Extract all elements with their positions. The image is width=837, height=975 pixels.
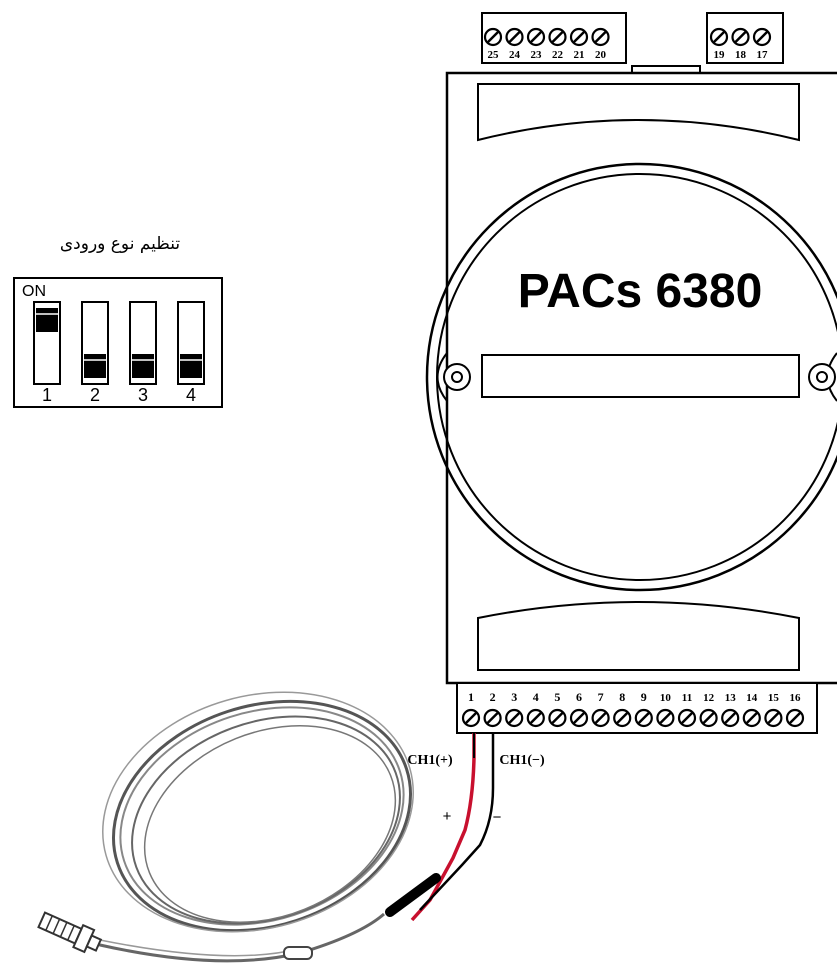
dip-switch-lever <box>180 354 202 378</box>
top-terminal-block-left: 25 24 23 22 21 20 <box>481 12 627 64</box>
terminal-label: 15 <box>768 692 780 704</box>
front-circle-outer <box>425 162 837 592</box>
terminal-label: 7 <box>598 690 604 704</box>
terminal-25: 25 <box>483 27 503 61</box>
terminal-label: 9 <box>641 690 647 704</box>
dip-switch: ON 1 2 3 4 <box>13 277 223 408</box>
dip-switch-number: 1 <box>42 385 52 405</box>
ch1-minus-label: CH1(−) <box>499 753 545 768</box>
terminal-label: 20 <box>595 49 607 61</box>
terminal-11: 11 <box>677 692 697 728</box>
dip-switch-number: 4 <box>186 385 196 405</box>
terminal-label: 3 <box>511 690 517 704</box>
terminal-23: 23 <box>526 27 546 61</box>
dip-switch-2: 2 <box>81 301 109 405</box>
dip-switch-lever <box>84 354 106 378</box>
dip-switch-number: 2 <box>90 385 100 405</box>
model-name: PACs 6380 <box>518 265 763 318</box>
terminal-label: 23 <box>531 49 543 61</box>
terminal-label: 17 <box>757 49 769 61</box>
terminal-4: 4 <box>526 690 545 728</box>
terminal-6: 6 <box>569 690 589 728</box>
terminal-15: 15 <box>764 692 783 728</box>
terminal-label: 19 <box>714 49 726 61</box>
terminal-label: 16 <box>790 692 802 704</box>
top-label-slot <box>477 83 800 142</box>
terminal-label: 24 <box>509 49 521 61</box>
terminal-3: 3 <box>505 690 524 728</box>
terminal-8: 8 <box>613 690 632 728</box>
dip-switch-lever <box>132 354 154 378</box>
terminal-16: 16 <box>785 692 805 728</box>
terminal-1: 1 <box>461 690 481 728</box>
terminal-label: 18 <box>735 49 747 61</box>
thermocouple-probe-icon <box>37 691 414 963</box>
minus-sign: − <box>493 809 502 826</box>
plus-wire <box>410 733 476 922</box>
left-screw-icon <box>436 352 471 402</box>
center-slot <box>481 354 800 398</box>
dip-switch-lever <box>36 308 58 332</box>
terminal-label: 8 <box>619 690 625 704</box>
terminal-label: 25 <box>488 49 500 61</box>
dip-switch-1: 1 <box>33 301 61 405</box>
terminal-22: 22 <box>548 27 567 61</box>
dip-switch-on-label: ON <box>22 283 46 300</box>
terminal-label: 22 <box>552 49 564 61</box>
right-screw-icon <box>808 352 837 402</box>
dip-switch-caption: تنظیم نوع ورودی <box>60 234 180 254</box>
terminal-label: 6 <box>576 690 582 704</box>
terminal-2: 2 <box>483 690 502 728</box>
plus-sign: + <box>443 808 452 825</box>
cable-sleeve <box>385 873 441 917</box>
terminal-24: 24 <box>505 27 524 61</box>
terminal-20: 20 <box>591 27 610 61</box>
dip-switch-4: 4 <box>177 301 205 405</box>
terminal-14: 14 <box>742 692 761 728</box>
dip-switch-number: 3 <box>138 385 148 405</box>
wiring: CH1(+) CH1(−) + − <box>385 733 545 922</box>
bottom-label-slot <box>477 601 800 671</box>
ch1-plus-label: CH1(+) <box>407 753 453 768</box>
terminal-label: 5 <box>554 690 560 704</box>
terminal-label: 14 <box>746 692 758 704</box>
dip-switch-3: 3 <box>129 301 157 405</box>
terminal-label: 13 <box>725 692 737 704</box>
terminal-5: 5 <box>548 690 567 728</box>
terminal-18: 18 <box>731 27 750 61</box>
terminal-9: 9 <box>634 690 653 728</box>
terminal-label: 4 <box>533 690 539 704</box>
terminal-label: 10 <box>660 692 672 704</box>
top-terminal-block-right: 19 18 17 <box>706 12 784 64</box>
terminal-21: 21 <box>569 27 589 61</box>
terminal-label: 1 <box>468 690 474 704</box>
terminal-13: 13 <box>721 692 740 728</box>
terminal-10: 10 <box>656 692 675 728</box>
terminal-label: 11 <box>682 692 692 704</box>
terminal-label: 2 <box>490 690 496 704</box>
terminal-19: 19 <box>709 27 729 61</box>
terminal-label: 12 <box>703 692 715 704</box>
minus-wire <box>419 733 495 911</box>
terminal-17: 17 <box>752 27 772 61</box>
terminal-12: 12 <box>699 692 718 728</box>
terminal-7: 7 <box>591 690 610 728</box>
terminal-label: 21 <box>574 49 585 61</box>
